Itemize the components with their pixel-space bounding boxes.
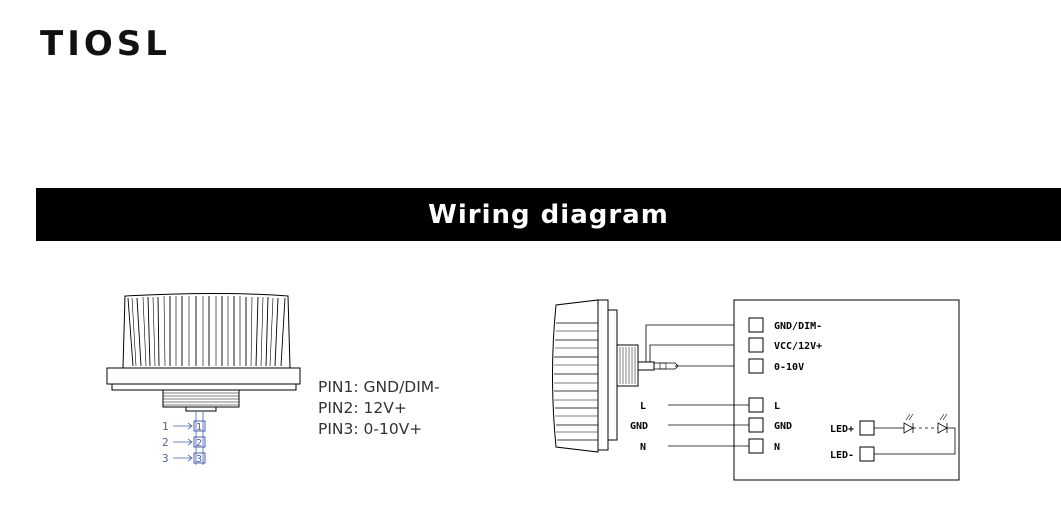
pin-arrow-label-2: 2: [162, 436, 169, 449]
pin-box-label-2: 2: [196, 438, 202, 449]
led-minus-label: LED-: [830, 450, 854, 461]
pin-definition-2: PIN2: 12V+: [318, 399, 407, 417]
section-title: Wiring diagram: [428, 199, 669, 230]
sensor-side-view: [106, 293, 301, 465]
mains-wires: [668, 404, 749, 447]
mains-label-l: L: [640, 401, 646, 412]
section-banner: Wiring diagram: [36, 188, 1061, 241]
pin-box-label-1: 1: [196, 422, 202, 433]
pin-definition-3: PIN3: 0-10V+: [318, 420, 423, 438]
mains-label-n: N: [640, 442, 646, 453]
driver-box: [733, 299, 960, 481]
pin-box-label-3: 3: [196, 454, 202, 465]
driver-terminals: [748, 317, 875, 462]
terminal-label-l: L: [774, 401, 780, 412]
pin-definition-list: PIN1: GND/DIM- PIN2: 12V+ PIN3: 0-10V+: [318, 377, 440, 440]
terminal-label-n: N: [774, 442, 780, 453]
terminal-label-gnd: GND: [774, 421, 792, 432]
terminal-label-0-10v: 0-10V: [774, 362, 804, 373]
pin-definition-1: PIN1: GND/DIM-: [318, 378, 440, 396]
brand-logo: TIOSL: [40, 24, 171, 64]
mains-label-gnd: GND: [630, 421, 648, 432]
led-plus-label: LED+: [830, 424, 854, 435]
terminal-label-vcc: VCC/12V+: [774, 341, 822, 352]
pin-arrow-label-3: 3: [162, 452, 169, 465]
pin-arrow-label-1: 1: [162, 420, 169, 433]
terminal-label-gnd-dim: GND/DIM-: [774, 321, 822, 332]
led-string: [874, 413, 956, 455]
sensor-front-view: [552, 299, 679, 453]
